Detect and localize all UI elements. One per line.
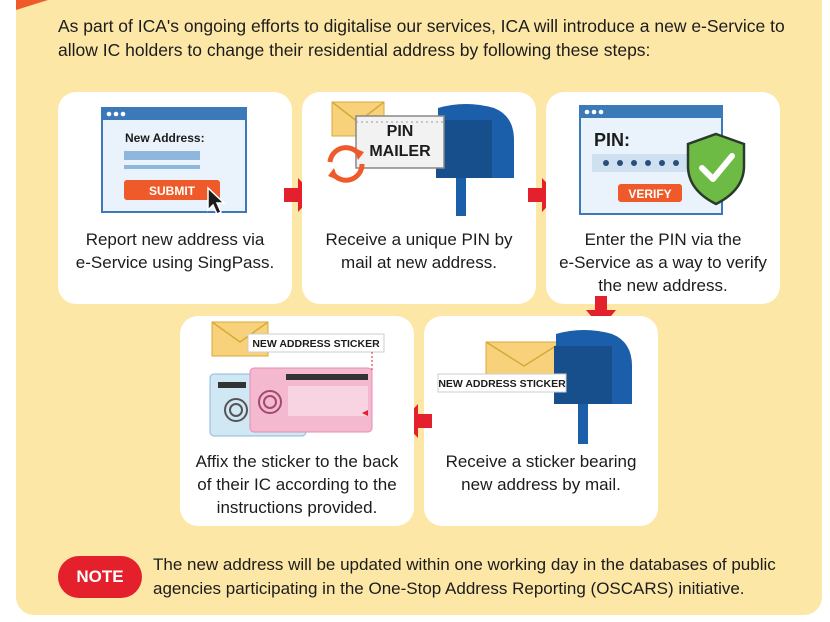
submit-label: SUBMIT [149,184,196,198]
sticker-label: NEW ADDRESS STICKER [252,338,380,350]
check-icon [699,153,735,182]
refresh-icon [327,145,365,183]
caption-line: Receive a unique PIN by [325,230,513,249]
step-4-caption: Receive a sticker bearing new address by… [424,450,658,496]
browser-form-icon: New Address: SUBMIT [101,107,247,216]
pin-verify-icon: PIN: VERIFY [579,105,746,215]
mailbox-pin-mailer-icon: PIN MAILER [327,101,514,216]
note-line: The new address will be updated within o… [153,555,776,574]
submit-button [124,180,220,200]
arrow-right-icon [284,178,314,212]
mailer-line-1: PIN [387,123,414,140]
shield-icon [686,132,746,206]
cursor-icon [207,186,226,216]
caption-line: new address by mail. [461,475,621,494]
step-2-caption: Receive a unique PIN by mail at new addr… [302,228,536,274]
note-text: The new address will be updated within o… [153,553,803,601]
form-label: New Address: [125,131,205,145]
caption-line: e-Service using SingPass. [75,253,275,272]
ic-card-sticker-icon: NEW ADDRESS STICKER [209,321,385,437]
caption-line: Report new address via [85,230,265,249]
caption-line: Enter the PIN via the [584,230,742,249]
arrow-down-icon [586,296,616,328]
caption-line: mail at new address. [341,253,497,272]
verify-label: VERIFY [628,187,671,201]
corner-accent [16,0,48,10]
arrow-left-icon [402,404,432,438]
mailbox-sticker-icon: NEW ADDRESS STICKER [437,330,632,444]
caption-line: the new address. [598,276,728,295]
verify-button [618,184,682,202]
arrow-right-icon [528,178,558,212]
caption-line: Affix the sticker to the back [195,452,399,471]
note-line: agencies participating in the One-Stop A… [153,579,745,598]
intro-text: As part of ICA's ongoing efforts to digi… [58,16,785,60]
step-3-caption: Enter the PIN via the e-Service as a way… [546,228,780,297]
step-1-caption: Report new address via e-Service using S… [58,228,292,274]
sticker-label: NEW ADDRESS STICKER [438,378,566,390]
caption-line: of their IC according to the [197,475,397,494]
caption-line: e-Service as a way to verify [559,253,767,272]
caption-line: instructions provided. [216,498,378,517]
step-5-caption: Affix the sticker to the back of their I… [180,450,414,519]
caption-line: Receive a sticker bearing [445,452,637,471]
pin-label: PIN: [594,130,630,150]
note-badge: NOTE [58,556,142,598]
mailer-line-2: MAILER [369,143,431,160]
